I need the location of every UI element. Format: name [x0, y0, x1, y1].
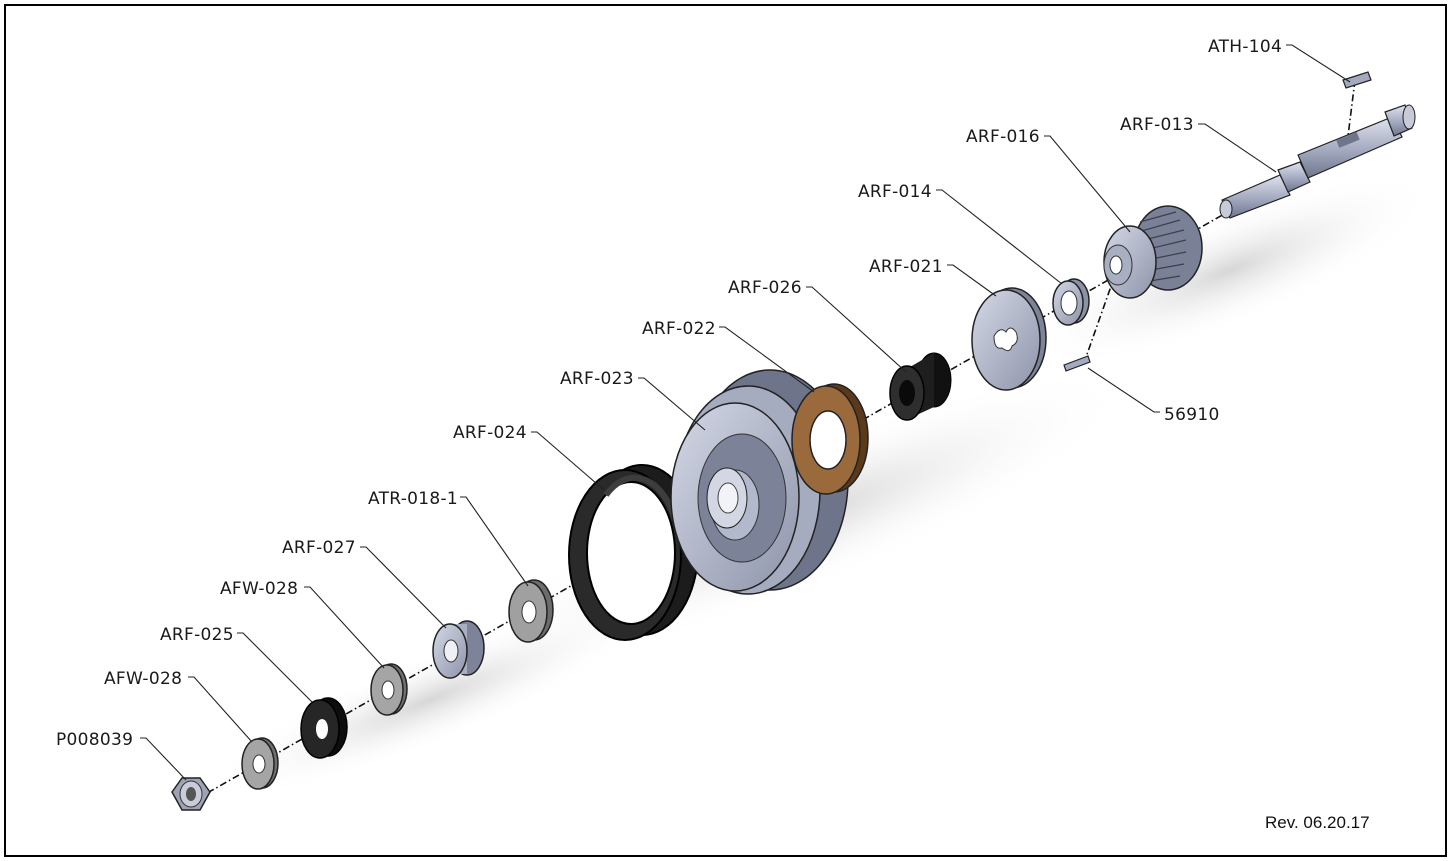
- leader-arf-013: [1198, 123, 1277, 173]
- part-afw-028-washer-lower: [241, 737, 279, 790]
- leader-arf-021: [947, 264, 997, 297]
- leader-lines: [140, 44, 1351, 781]
- label-arf-021: ARF-021: [869, 257, 943, 277]
- label-arf-024: ARF-024: [453, 423, 527, 443]
- part-arf-016-timing-pulley: [1103, 205, 1203, 299]
- leader-ath-104: [1286, 44, 1351, 83]
- part-p008039-nut: [171, 777, 211, 811]
- label-arf-023: ARF-023: [560, 369, 634, 389]
- part-arf-014-washer: [1052, 278, 1090, 326]
- label-arf-026: ARF-026: [728, 278, 802, 298]
- leader-56910: [1087, 367, 1160, 413]
- leader-afw-028-lower: [188, 676, 253, 743]
- part-labels: ATH-104 ARF-013 ARF-016 ARF-014 ARF-021 …: [56, 37, 1282, 750]
- label-p008039: P008039: [56, 730, 133, 750]
- label-56910: 56910: [1164, 405, 1220, 425]
- part-arf-025-washer: [300, 697, 348, 759]
- part-atr-018-1-washer: [508, 579, 554, 643]
- label-afw-028-lower: AFW-028: [104, 669, 182, 689]
- label-arf-014: ARF-014: [858, 182, 932, 202]
- leader-arf-026: [806, 286, 907, 373]
- part-arf-026-bushing: [889, 352, 952, 421]
- leader-p008039: [140, 737, 187, 781]
- label-arf-013: ARF-013: [1120, 115, 1194, 135]
- leader-arf-025: [237, 632, 313, 703]
- leader-arf-022: [719, 326, 815, 393]
- part-arf-013-shaft: [1219, 104, 1416, 219]
- label-arf-027: ARF-027: [282, 538, 356, 558]
- part-arf-027-bearing: [432, 620, 485, 679]
- revision-label: Rev. 06.20.17: [1265, 813, 1370, 832]
- label-afw-028-upper: AFW-028: [220, 579, 298, 599]
- leader-atr-018-1: [460, 496, 529, 587]
- leader-arf-023: [638, 377, 706, 431]
- label-ath-104: ATH-104: [1208, 37, 1282, 57]
- part-arf-021-disc: [971, 287, 1047, 391]
- label-arf-022: ARF-022: [642, 319, 716, 339]
- leader-arf-016: [1044, 135, 1131, 233]
- leader-arf-024: [531, 431, 605, 491]
- leader-afw-028-upper: [304, 586, 385, 669]
- part-arf-024-ring: [568, 464, 699, 641]
- leader-arf-027: [360, 546, 447, 629]
- part-ath-104-key: [1342, 71, 1372, 89]
- part-56910-pin: [1063, 355, 1091, 372]
- label-arf-016: ARF-016: [966, 127, 1040, 147]
- leader-arf-014: [936, 189, 1063, 285]
- label-arf-025: ARF-025: [160, 625, 234, 645]
- label-atr-018-1: ATR-018-1: [368, 489, 458, 509]
- part-afw-028-washer-upper: [370, 663, 408, 716]
- part-arf-022-bronze-washer: [791, 383, 869, 495]
